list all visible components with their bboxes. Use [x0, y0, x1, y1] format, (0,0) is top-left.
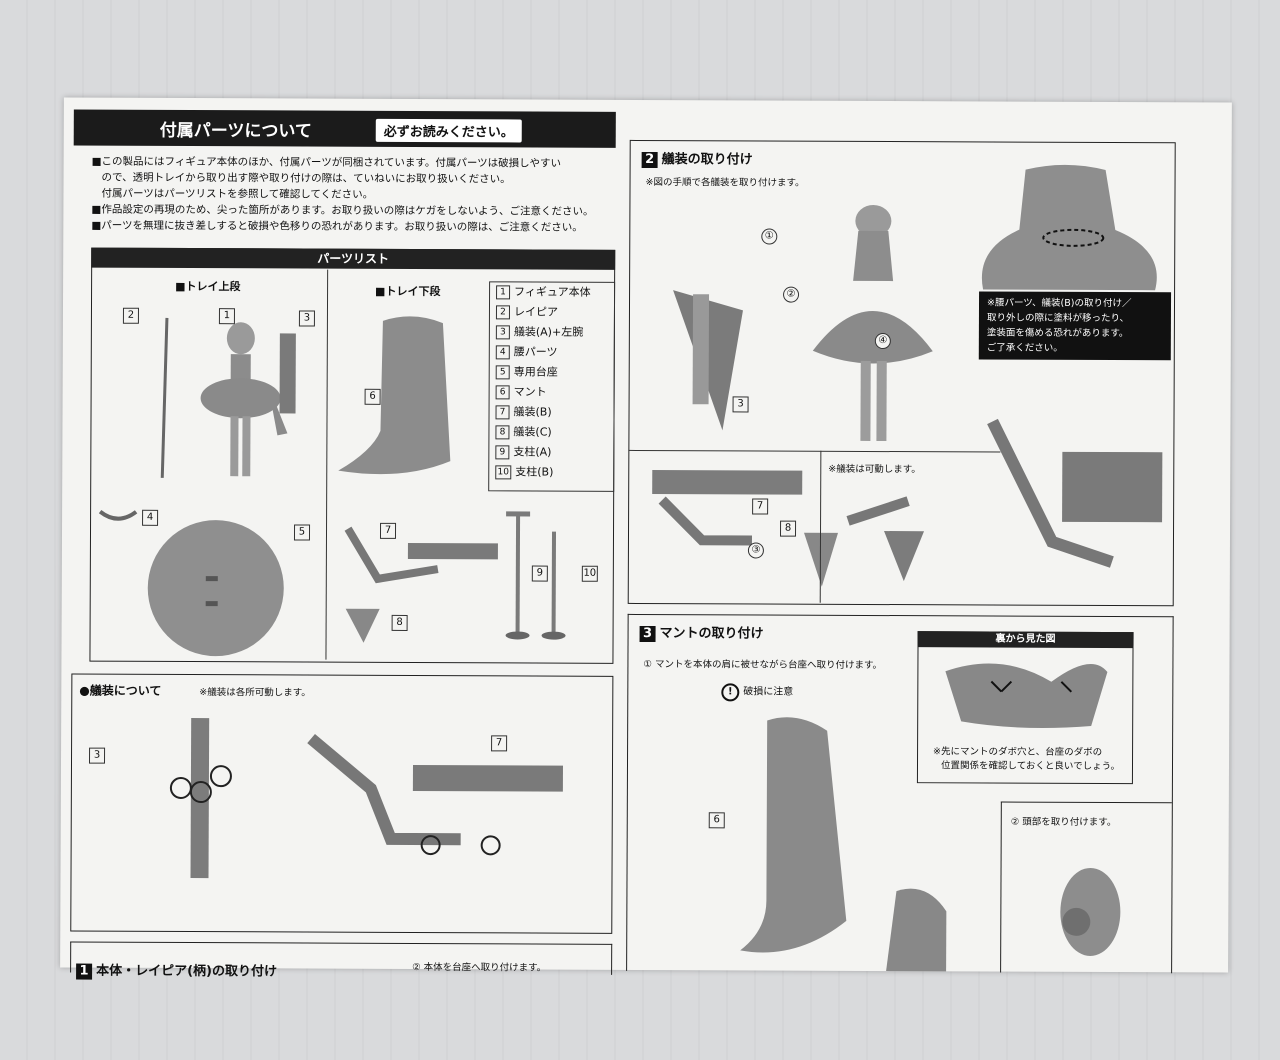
part-number-tag: 6 — [364, 388, 381, 405]
tray-upper-label: ■トレイ上段 — [175, 279, 241, 294]
rigging-b-rotation-illustration — [307, 733, 563, 856]
cape-mounting-illustration — [740, 717, 947, 972]
rigging-a-illustration — [267, 333, 296, 436]
rigging-c-illustration — [345, 608, 380, 643]
part-number-tag: 2 — [122, 307, 139, 324]
waist-part-illustration — [98, 509, 138, 521]
part-number-tag: 8 — [391, 614, 408, 631]
part-number-tag: 7 — [379, 522, 397, 539]
section3-title-text: マントの取り付け — [659, 626, 764, 642]
back-view-title: 裏から見た図 — [917, 631, 1134, 649]
step-marker: ③ — [747, 542, 764, 559]
part-number-tag: 7 — [491, 735, 508, 752]
rigging-a-assembly-illustration — [673, 290, 743, 431]
callout-line: ※腰パーツ、艤装(B)の取り付け／ — [986, 297, 1132, 310]
section2-number: 2 — [641, 151, 658, 169]
support-pillars-illustration — [505, 511, 566, 640]
rigging-movable-illustration — [846, 496, 925, 582]
part-number-tag: 8 — [779, 520, 797, 537]
notes-block: ■この製品にはフィギュア本体のほか、付属パーツが同梱されています。付属パーツは破… — [91, 154, 611, 236]
section2-note: ※図の手順で各艤装を取り付けます。 — [645, 176, 805, 189]
section2-callout: ※腰パーツ、艤装(B)の取り付け／ 取り外しの際に塗料が移ったり、 塗装面を傷め… — [978, 291, 1172, 361]
must-read-badge: 必ずお読みください。 — [375, 118, 522, 143]
section1-number: 1 — [76, 963, 93, 980]
part-number-tag: 4 — [142, 509, 159, 526]
parts-header: 付属パーツについて 必ずお読みください。 — [73, 109, 616, 148]
caution-text: 破損に注意 — [743, 686, 794, 698]
callout-line: ご了承ください。 — [986, 342, 1063, 354]
section1-step2: ② 本体を台座へ取り付けます。 — [412, 961, 547, 974]
head-illustration — [1060, 867, 1121, 956]
section3-number: 3 — [639, 625, 656, 643]
part-number-tag: 9 — [531, 565, 548, 582]
rigging-c-assembly-illustration — [804, 532, 839, 587]
base-illustration — [147, 520, 284, 657]
section3-step2: ② 頭部を取り付けます。 — [1010, 816, 1117, 829]
instruction-sheet: 付属パーツについて 必ずお読みください。 ■この製品にはフィギュア本体のほか、付… — [60, 97, 1232, 980]
warning-icon: ! — [721, 683, 740, 702]
section3-step1: ① マントを本体の肩に被せながら台座へ取り付けます。 — [643, 658, 883, 672]
cape-illustration — [338, 316, 451, 475]
rigging-b-assembly-illustration — [652, 470, 803, 546]
cape-back-view-illustration — [945, 663, 1108, 728]
parts-header-title: 付属パーツについて — [159, 120, 312, 142]
back-view-tip-line: ※先にマントのダボ穴と、台座のダボの — [933, 746, 1103, 758]
note-line: ■パーツを無理に抜き差しすると破損や色移りの恐れがあります。お取り扱いの際は、ご… — [91, 219, 583, 234]
parts-list-title: パーツリスト — [91, 247, 616, 270]
part-number-tag: 5 — [293, 524, 311, 541]
large-rigging-illustration — [987, 418, 1163, 568]
rigging-about-title: ●艤装について — [79, 683, 162, 698]
step-marker: ④ — [874, 332, 891, 350]
rigging-a-rotation-illustration — [169, 718, 232, 879]
step-marker: ② — [783, 286, 800, 303]
section2-title-text: 艤装の取り付け — [661, 152, 753, 168]
section1-title-text: 本体・レイピア(柄)の取り付け — [96, 963, 278, 980]
torso-closeup-illustration — [982, 164, 1157, 291]
callout-line: 塗装面を傷める恐れがあります。 — [986, 327, 1129, 340]
part-number-tag: 3 — [298, 310, 315, 327]
figure-body-illustration — [160, 317, 281, 478]
part-number-tag: 10 — [581, 565, 598, 582]
callout-line: 取り外しの際に塗料が移ったり、 — [986, 312, 1130, 325]
rigging-b-illustration — [344, 526, 498, 584]
figure-assembly-illustration — [812, 204, 933, 442]
step-marker: ① — [761, 228, 778, 245]
part-number-tag: 1 — [218, 308, 235, 325]
tray-lower-label: ■トレイ下段 — [375, 284, 441, 299]
section2-movable-note: ※艤装は可動します。 — [828, 463, 921, 476]
part-number-tag: 3 — [732, 396, 749, 413]
part-number-tag: 6 — [708, 812, 725, 829]
back-view-tip-line: 位置関係を確認しておくと良いでしょう。 — [940, 760, 1121, 773]
part-number-tag: 3 — [88, 747, 106, 764]
part-number-tag: 7 — [752, 498, 769, 515]
section3-caution: !破損に注意 — [721, 682, 794, 702]
rigging-about-note: ※艤装は各所可動します。 — [199, 687, 311, 699]
